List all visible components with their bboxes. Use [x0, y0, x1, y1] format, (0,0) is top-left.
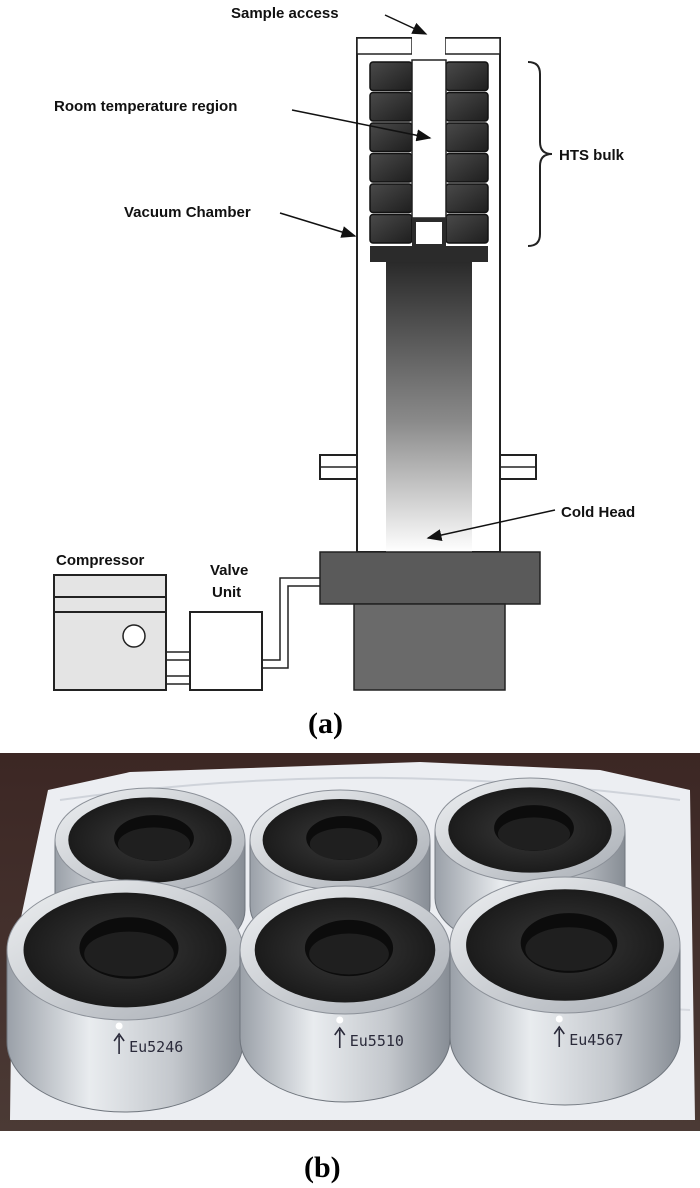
ring-bore-floor [497, 817, 571, 851]
compressor-gauge [122, 624, 146, 648]
cold-head-base [319, 551, 541, 605]
ring-bore-floor [117, 827, 191, 861]
hts-block-left-1 [369, 61, 413, 92]
hts-block-right-5 [445, 183, 489, 214]
sample-bore [411, 59, 447, 219]
label-unit: Unit [212, 584, 241, 601]
compressor-unit [53, 574, 167, 691]
hts-block-left-4 [369, 152, 413, 183]
ring-marker-dot [115, 1022, 123, 1030]
panel-b-photo: EuEu5511Eu5508Eu5246Eu5510Eu4567 (b) [0, 753, 700, 1184]
connecting-pipes [166, 577, 320, 685]
hts-block-right-4 [445, 152, 489, 183]
hts-block-right-2 [445, 91, 489, 122]
hts-block-left-6 [369, 213, 413, 244]
label-valve: Valve [210, 562, 248, 579]
hts-block-left-5 [369, 183, 413, 214]
ring-bore-floor [309, 828, 379, 860]
callout-arrows [279, 14, 556, 541]
cold-head-body [353, 603, 506, 691]
ring-marker-arrow [113, 1032, 125, 1054]
ring-bore-floor [309, 933, 389, 975]
ring-label: Eu5246 [129, 1038, 183, 1056]
label-room-temperature-region: Room temperature region [54, 98, 237, 115]
ring-marker-dot [555, 1015, 563, 1023]
hts-base-plate [370, 246, 488, 262]
hts-block-right-6 [445, 213, 489, 244]
cold-head-column [386, 262, 472, 552]
ring-marker-arrow [553, 1025, 565, 1047]
ring-bottom-left: Eu5246 [6, 879, 244, 1113]
bore-bottom-window [416, 222, 442, 244]
label-compressor: Compressor [56, 552, 145, 569]
hts-block-left-2 [369, 91, 413, 122]
valve-unit [189, 611, 263, 691]
ring-bore-floor [84, 931, 174, 977]
hts-block-right-3 [445, 122, 489, 153]
label-cold-head: Cold Head [561, 504, 635, 521]
label-vacuum-chamber: Vacuum Chamber [124, 204, 251, 221]
hts-bulk-stack [369, 59, 489, 246]
ring-marker-arrow [334, 1026, 346, 1048]
ring-bottom-middle: Eu5510 [239, 885, 451, 1103]
panel-a-diagram: Sample access Room temperature region HT… [53, 5, 635, 740]
hts-bulk-bracket [527, 61, 553, 247]
ring-bore-floor [525, 927, 613, 971]
ring-label: Eu4567 [569, 1031, 623, 1049]
caption-b: (b) [304, 1151, 341, 1184]
label-hts-bulk: HTS bulk [559, 147, 625, 164]
label-sample-access: Sample access [231, 5, 339, 22]
ring-bottom-right: Eu4567 [449, 876, 681, 1106]
hts-block-right-1 [445, 61, 489, 92]
ring-marker-dot [336, 1016, 344, 1024]
caption-a: (a) [308, 707, 343, 740]
hts-rings: EuEu5511Eu5508Eu5246Eu5510Eu4567 [6, 777, 681, 1113]
ring-label: Eu5510 [350, 1032, 404, 1050]
